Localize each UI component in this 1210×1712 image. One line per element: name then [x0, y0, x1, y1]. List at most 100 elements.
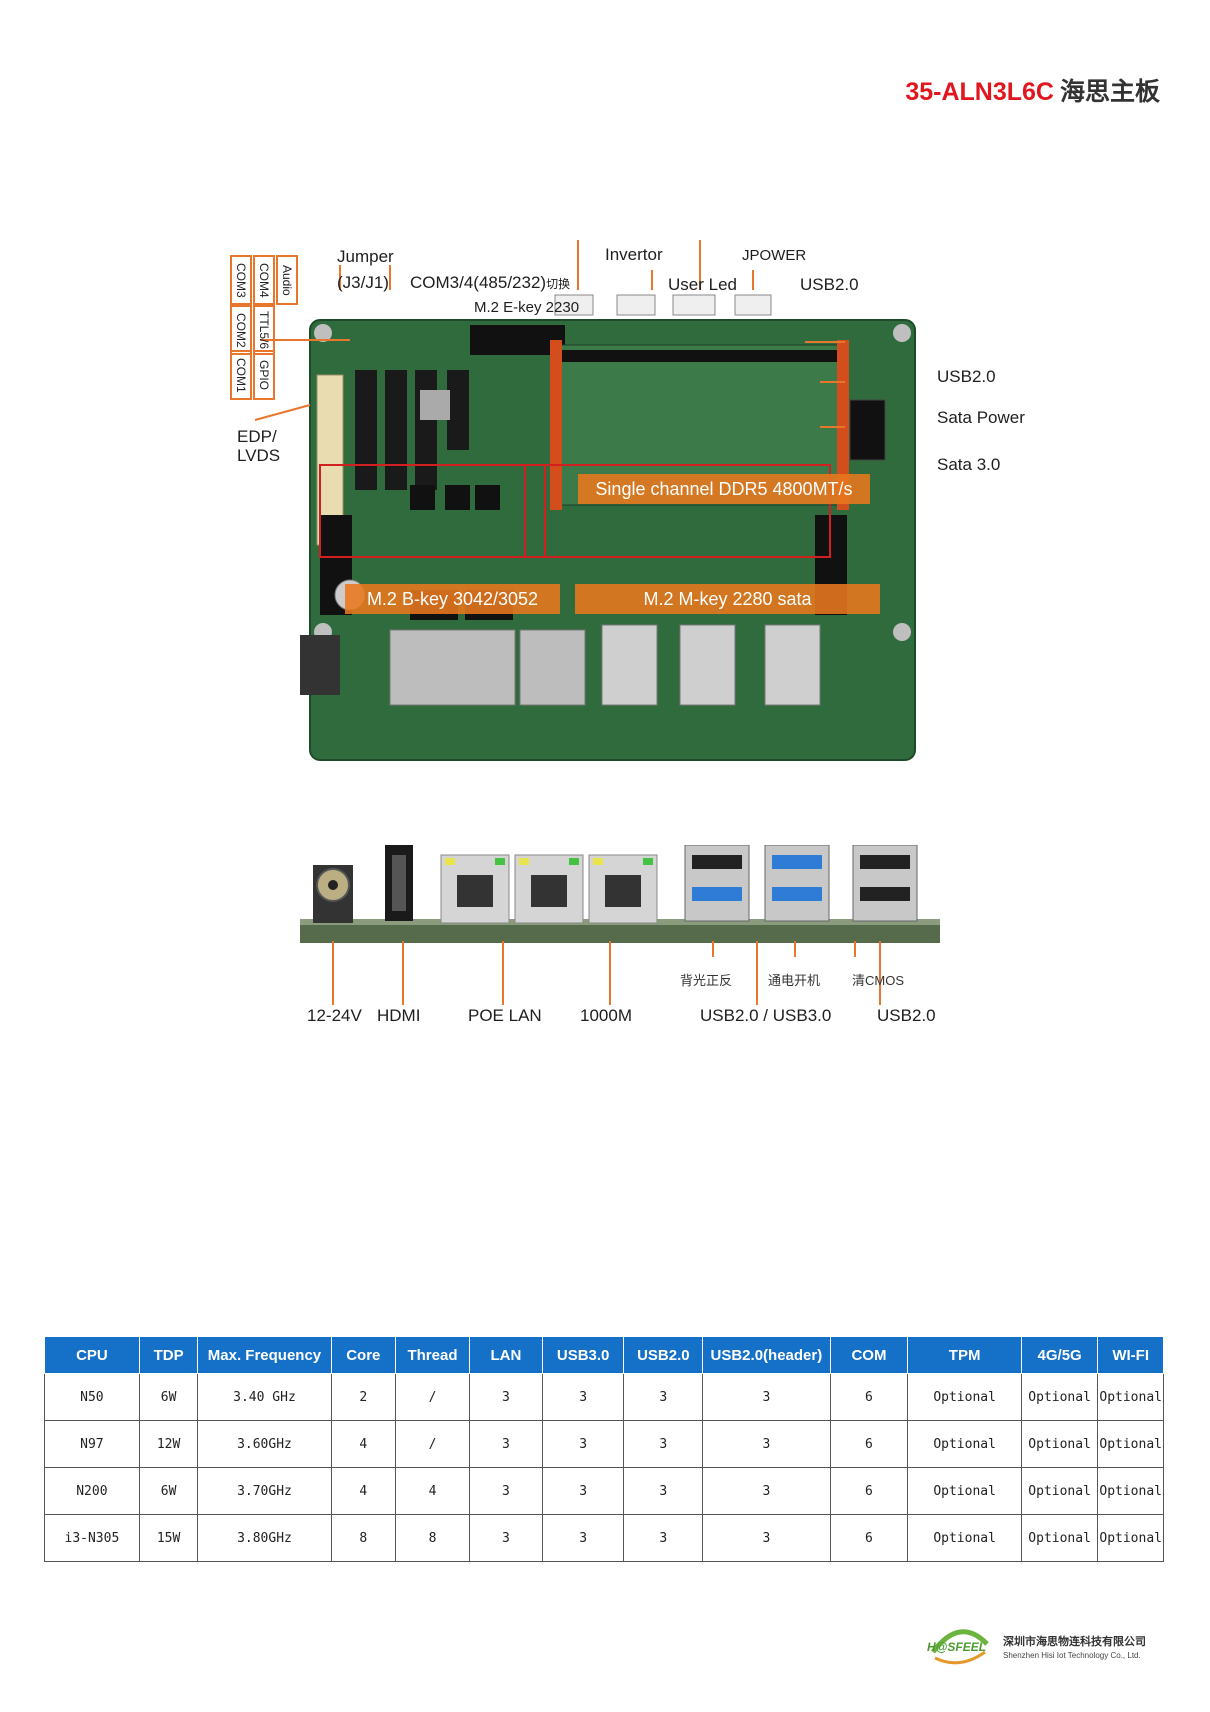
header-usb30: USB3.0	[541, 1336, 625, 1374]
label-invertor: Invertor	[605, 245, 663, 264]
cell-com: 6	[829, 1420, 909, 1468]
cell-usb20-header: 3	[702, 1420, 831, 1468]
label-clear-cmos: 清CMOS	[852, 973, 905, 988]
cell-lan: 3	[468, 1373, 543, 1421]
label-com34-text: COM3/4(485/232)	[410, 273, 547, 292]
cell-tdp: 6W	[138, 1373, 199, 1421]
cell-thread: /	[395, 1373, 470, 1421]
cell-thread: /	[395, 1420, 470, 1468]
header-usb20: USB2.0	[623, 1336, 704, 1374]
cell-usb20-header: 3	[702, 1373, 831, 1421]
table-row: N97 12W 3.60GHz 4 / 3 3 3 3 6 Optional O…	[44, 1420, 1164, 1468]
label-jumper-sub: (J3/J1)	[337, 273, 389, 292]
label-com2: COM2	[230, 305, 252, 355]
cell-usb20: 3	[623, 1514, 704, 1562]
label-com1: COM1	[230, 350, 252, 400]
label-1000m: 1000M	[580, 1006, 632, 1025]
cell-cpu: N200	[44, 1467, 140, 1515]
rear-panel-image	[300, 845, 940, 1005]
label-backlight: 背光正反	[680, 973, 733, 988]
cell-usb30: 3	[541, 1420, 625, 1468]
cell-usb20-header: 3	[702, 1514, 831, 1562]
cell-thread: 4	[395, 1467, 470, 1515]
cell-max-frequency: 3.70GHz	[197, 1467, 332, 1515]
cell-core: 4	[330, 1467, 397, 1515]
cell-usb20: 3	[623, 1467, 704, 1515]
cell-wifi: Optional	[1097, 1514, 1164, 1562]
header-core: Core	[330, 1336, 397, 1374]
cell-core: 8	[330, 1514, 397, 1562]
cell-usb20: 3	[623, 1373, 704, 1421]
header-usb20-header: USB2.0(header)	[702, 1336, 831, 1374]
cell-usb30: 3	[541, 1373, 625, 1421]
cell-tdp: 15W	[138, 1514, 199, 1562]
cell-com: 6	[829, 1467, 909, 1515]
cell-tpm: Optional	[907, 1373, 1022, 1421]
cell-tpm: Optional	[907, 1514, 1022, 1562]
logo-mark: H@SFEEL	[925, 1622, 995, 1670]
model-number: 35-ALN3L6C	[905, 78, 1054, 106]
cell-thread: 8	[395, 1514, 470, 1562]
label-audio: Audio	[276, 255, 298, 305]
company-name-en: Shenzhen Hisi Iot Technology Co., Ltd.	[1003, 1650, 1141, 1660]
label-com4: COM4	[253, 255, 275, 305]
header-tpm: TPM	[907, 1336, 1022, 1374]
label-user-led: User Led	[668, 275, 737, 294]
logo-text: H@SFEEL	[927, 1640, 987, 1654]
cell-lan: 3	[468, 1420, 543, 1468]
cell-lan: 3	[468, 1514, 543, 1562]
table-row: N50 6W 3.40 GHz 2 / 3 3 3 3 6 Optional O…	[44, 1373, 1164, 1421]
cell-usb30: 3	[541, 1514, 625, 1562]
label-jumper: Jumper	[337, 247, 394, 266]
spec-header-row: CPU TDP Max. Frequency Core Thread LAN U…	[44, 1336, 1164, 1374]
label-ddr5: Single channel DDR5 4800MT/s	[578, 474, 870, 504]
label-usb-combo: USB2.0 / USB3.0	[700, 1006, 832, 1025]
label-sata-power: Sata Power	[937, 408, 1025, 427]
header-max-frequency: Max. Frequency	[197, 1336, 332, 1374]
cell-cpu: i3-N305	[44, 1514, 140, 1562]
cell-cpu: N50	[44, 1373, 140, 1421]
label-ttl56: TTL5/6	[253, 305, 275, 355]
label-com3: COM3	[230, 255, 252, 305]
label-usb20-right: USB2.0	[937, 367, 996, 386]
logo-icon	[931, 1629, 989, 1665]
label-m2-bkey: M.2 B-key 3042/3052	[345, 584, 560, 614]
label-12-24v: 12-24V	[307, 1006, 362, 1025]
cell-cpu: N97	[44, 1420, 140, 1468]
label-com34: COM3/4(485/232)切换	[410, 273, 570, 293]
label-m2-mkey: M.2 M-key 2280 sata	[575, 584, 880, 614]
board-top-image	[254, 240, 916, 761]
company-logo: H@SFEEL 深圳市海思物连科技有限公司 Shenzhen Hisi Iot …	[925, 1622, 1146, 1670]
cell-tpm: Optional	[907, 1467, 1022, 1515]
cell-wifi: Optional	[1097, 1467, 1164, 1515]
cell-4g5g: Optional	[1020, 1373, 1099, 1421]
label-power-on: 通电开机	[768, 973, 821, 988]
label-poe-lan: POE LAN	[468, 1006, 542, 1025]
cell-max-frequency: 3.60GHz	[197, 1420, 332, 1468]
header-lan: LAN	[468, 1336, 543, 1374]
cell-max-frequency: 3.40 GHz	[197, 1373, 332, 1421]
table-row: N200 6W 3.70GHz 4 4 3 3 3 3 6 Optional O…	[44, 1467, 1164, 1515]
cell-max-frequency: 3.80GHz	[197, 1514, 332, 1562]
cell-usb20-header: 3	[702, 1467, 831, 1515]
cell-com: 6	[829, 1514, 909, 1562]
header-wifi: WI-FI	[1097, 1336, 1164, 1374]
header-tdp: TDP	[138, 1336, 199, 1374]
label-usb20-rear: USB2.0	[877, 1006, 936, 1025]
label-gpio: GPIO	[253, 350, 275, 400]
header-4g5g: 4G/5G	[1020, 1336, 1099, 1374]
label-sata30: Sata 3.0	[937, 455, 1001, 474]
cell-tpm: Optional	[907, 1420, 1022, 1468]
cell-com: 6	[829, 1373, 909, 1421]
cell-usb30: 3	[541, 1467, 625, 1515]
label-lvds: LVDS	[237, 446, 281, 465]
label-m2-ekey: M.2 E-key 2230	[474, 299, 580, 316]
label-usb20-top: USB2.0	[800, 275, 859, 294]
cell-wifi: Optional	[1097, 1373, 1164, 1421]
cell-4g5g: Optional	[1020, 1467, 1099, 1515]
cell-tdp: 12W	[138, 1420, 199, 1468]
cell-usb20: 3	[623, 1420, 704, 1468]
cell-4g5g: Optional	[1020, 1420, 1099, 1468]
header-com: COM	[829, 1336, 909, 1374]
